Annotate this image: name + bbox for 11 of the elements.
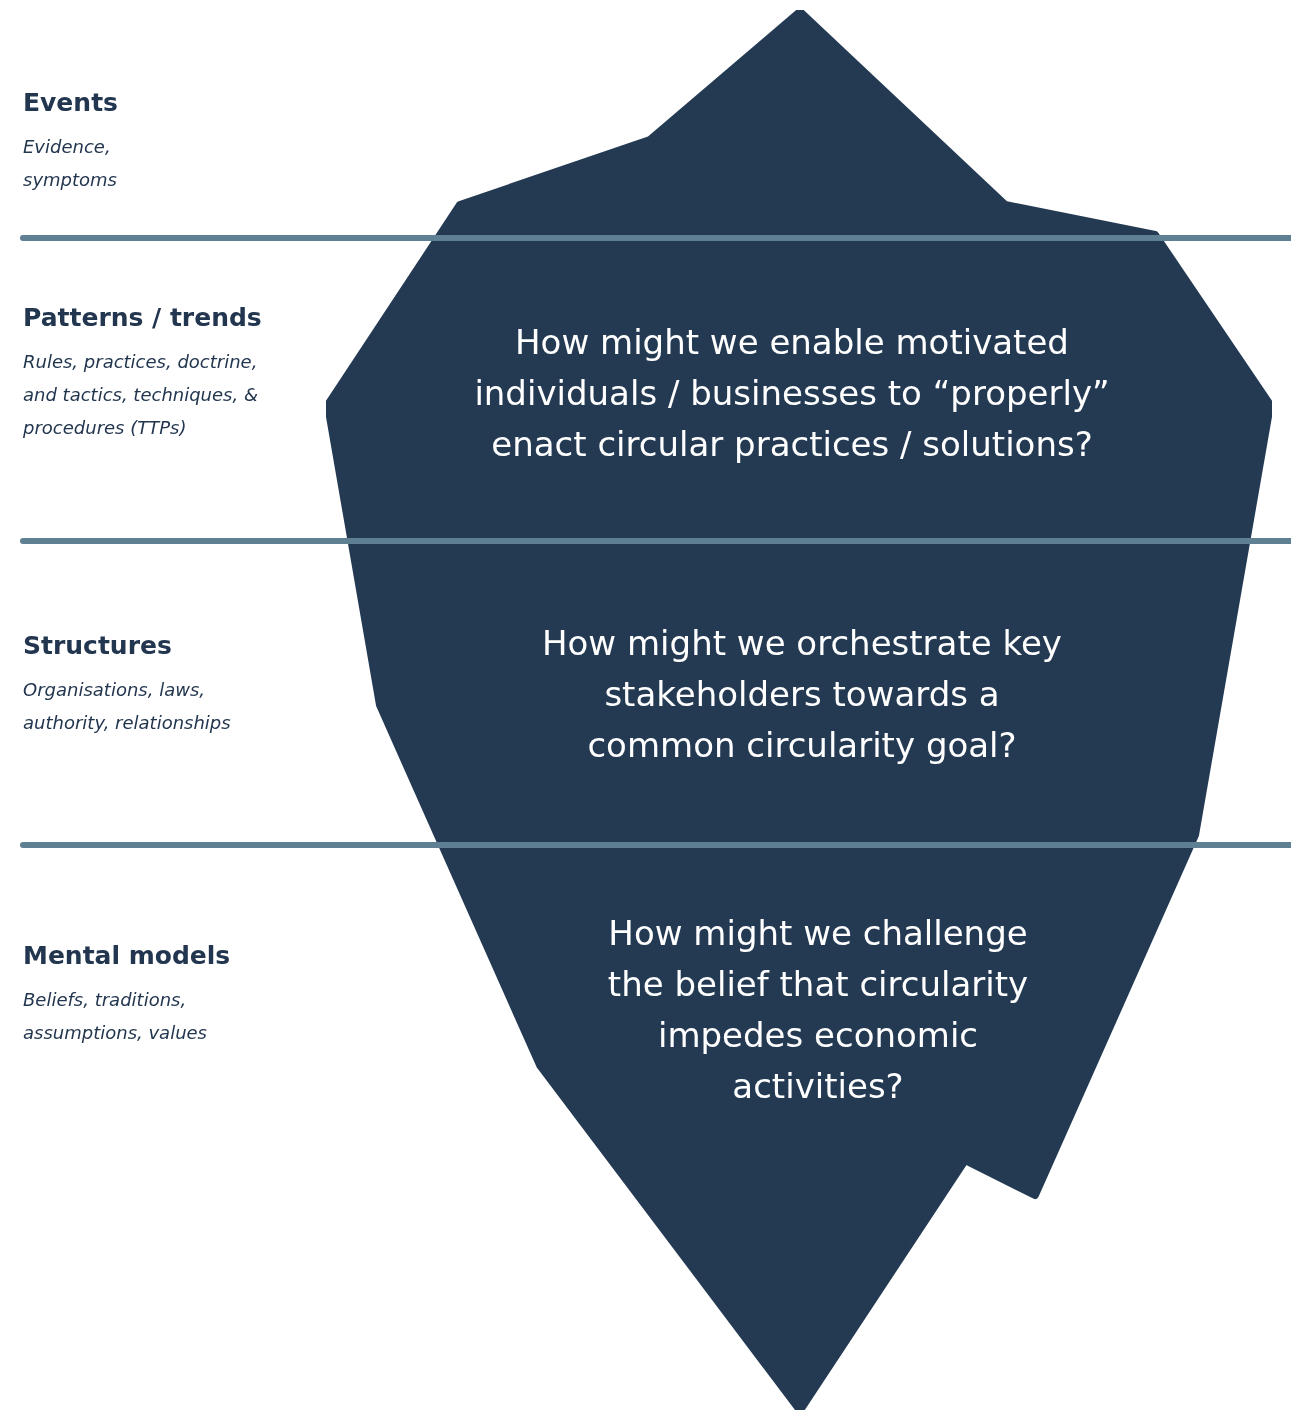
level-heading: Structures (23, 631, 172, 660)
level-heading: Patterns / trends (23, 303, 262, 332)
level-description: Evidence, symptoms (23, 135, 118, 192)
question-text: How might we challenge the belief that circularity impedes economic activities? (606, 912, 1030, 1108)
level-heading: Events (23, 88, 118, 117)
question-text: How might we enable motivated individuals / businesses to “properly” enact circular practices / solutions? (473, 321, 1111, 466)
question-text: How might we orchestrate key stakeholders towards a common circularity goal? (542, 622, 1062, 767)
level-description: Beliefs, traditions, assumptions, values (23, 988, 208, 1045)
level-description: Organisations, laws, authority, relationships (23, 678, 232, 735)
level-description: Rules, practices, doctrine, and tactics, techniques, & procedures (TTPs) (23, 350, 259, 440)
level-heading: Mental models (23, 941, 231, 970)
